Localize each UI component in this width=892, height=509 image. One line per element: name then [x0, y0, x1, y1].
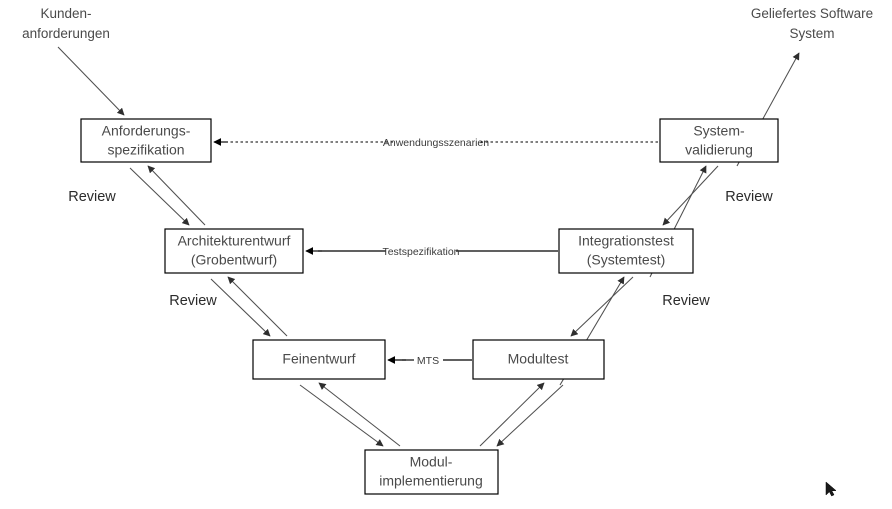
label-mts: MTS [417, 355, 439, 367]
box-systemvalidierung[interactable]: System- validierung [659, 118, 779, 163]
link-anwendungsszenarien: Anwendungsszenarien [213, 137, 658, 149]
input-label-customer-line2: anforderungen [22, 26, 110, 41]
edge-modultest-to-modulimpl [496, 384, 564, 447]
edge-anforderung-to-architektur [129, 167, 190, 226]
box-integrationstest-line2: (Systemtest) [587, 252, 666, 268]
box-modultest-line1: Modultest [508, 351, 569, 367]
input-arrow-customer [57, 46, 125, 116]
box-architekturentwurf[interactable]: Architekturentwurf (Grobentwurf) [164, 228, 304, 274]
link-testspezifikation: Testspezifikation [305, 246, 558, 258]
output-label-delivery: Geliefertes Software System [751, 6, 873, 41]
edge-anforderung-to-systemvalidierung [214, 57, 700, 172]
review-label-right-top: Review [725, 189, 773, 205]
box-modulimplementierung-line1: Modul- [410, 454, 453, 470]
output-label-delivery-line2: System [789, 26, 834, 41]
link-mts: MTS [387, 355, 472, 367]
edge-architektur-to-anforderung-review [147, 165, 206, 226]
box-anforderungsspezifikation[interactable]: Anforderungs- spezifikation [80, 118, 212, 163]
mouse-pointer-icon [825, 481, 837, 497]
box-architekturentwurf-line1: Architekturentwurf [178, 233, 291, 249]
edge-modulimpl-to-feinentwurf-review [318, 382, 401, 447]
box-feinentwurf-line1: Feinentwurf [282, 351, 355, 367]
label-anwendungsszenarien: Anwendungsszenarien [383, 137, 489, 149]
edge-architektur-to-feinentwurf [210, 278, 271, 337]
box-systemvalidierung-line1: System- [693, 123, 745, 139]
review-label-left-top: Review [68, 189, 116, 205]
box-architekturentwurf-line2: (Grobentwurf) [191, 252, 277, 268]
label-testspezifikation: Testspezifikation [382, 246, 459, 258]
edge-verification-down-systemvalidierung [669, 166, 725, 225]
edge-feinentwurf-to-modulimpl [299, 384, 384, 447]
review-label-left-bottom: Review [169, 293, 217, 309]
box-integrationstest-line1: Integrationstest [578, 233, 674, 249]
box-anforderungsspezifikation-line2: spezifikation [107, 142, 184, 158]
review-label-right-bottom: Review [662, 293, 710, 309]
output-label-delivery-line1: Geliefertes Software [751, 6, 873, 21]
edge-feinentwurf-to-architektur-review [227, 276, 288, 337]
edge-integrationstest-to-modultest [570, 276, 634, 337]
box-modultest[interactable]: Modultest [472, 339, 605, 380]
box-feinentwurf[interactable]: Feinentwurf [252, 339, 386, 380]
box-anforderungsspezifikation-line1: Anforderungs- [102, 123, 191, 139]
input-label-customer-line1: Kunden- [40, 6, 91, 21]
box-systemvalidierung-line2: validierung [685, 142, 753, 158]
edge-modulimpl-to-modultest [479, 382, 545, 447]
input-label-customer: Kunden- anforderungen [22, 6, 110, 41]
box-modulimplementierung-line2: implementierung [379, 473, 483, 489]
box-modulimplementierung[interactable]: Modul- implementierung [364, 449, 499, 495]
edge-systemvalidierung-to-integrationstest [662, 165, 719, 226]
box-integrationstest[interactable]: Integrationstest (Systemtest) [558, 228, 694, 274]
